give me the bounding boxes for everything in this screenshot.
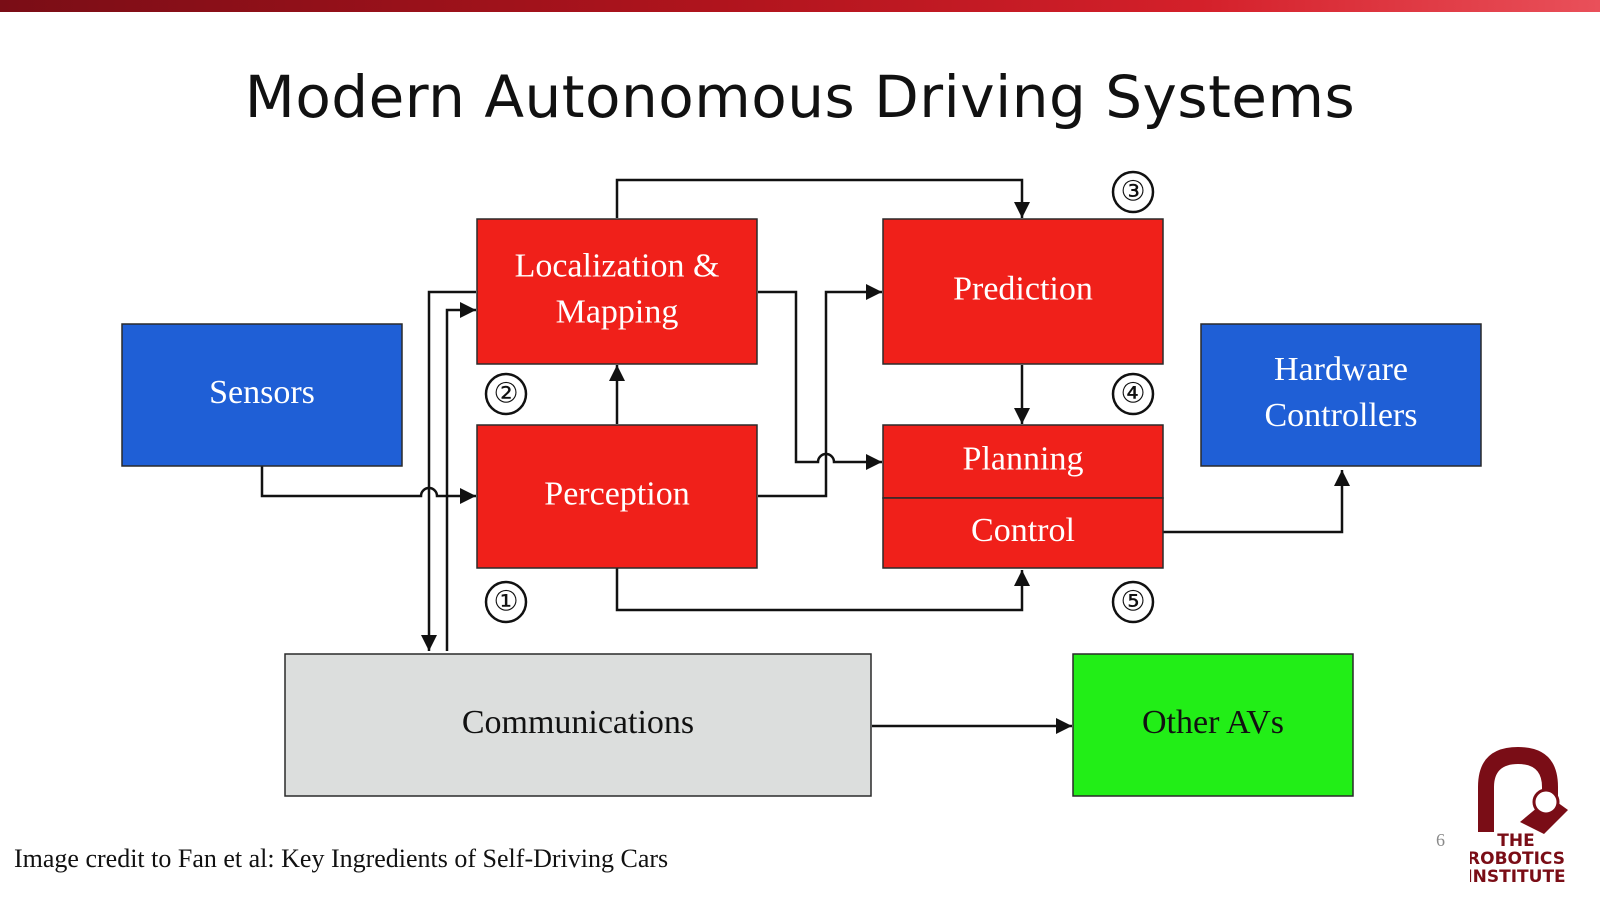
box-hardware-label: Hardware: [1274, 351, 1408, 388]
step-marker-4-label: ④: [1120, 379, 1145, 410]
step-marker-2: [484, 372, 528, 416]
box-localization-label: Mapping: [556, 293, 679, 330]
connector-control-hardware: [1162, 470, 1350, 534]
connector-perception-prediction: [758, 284, 882, 498]
connector-localization-planning: [758, 290, 882, 470]
box-prediction: Prediction: [882, 218, 1164, 365]
box-sensors: Sensors: [121, 323, 403, 467]
step-marker-3-label: ③: [1120, 177, 1145, 208]
connector-perception-control: [615, 568, 1030, 612]
connector-localization-prediction-top: [615, 178, 1030, 218]
box-other-avs-label: Other AVs: [1142, 704, 1284, 741]
box-control: Control: [882, 497, 1164, 569]
logo-text-line-3: INSTITUTE: [1470, 867, 1566, 887]
step-marker-4: [1111, 372, 1155, 416]
connector-localization-communications: [421, 290, 476, 651]
box-localization: Localization & Mapping: [476, 218, 758, 365]
box-hardware-label: Controllers: [1265, 397, 1418, 434]
connector-communications-localization: [445, 302, 476, 651]
box-communications-label: Communications: [462, 704, 694, 741]
box-communications: Communications: [284, 653, 872, 797]
box-perception: Perception: [476, 424, 758, 569]
box-planning-label: Planning: [963, 440, 1084, 477]
box-control-label: Control: [971, 512, 1075, 549]
box-localization-label: Localization &: [515, 247, 720, 284]
logo-text-line-1: THE: [1497, 831, 1534, 851]
logo-mark: [1478, 747, 1558, 832]
connector-sensors-perception: [260, 465, 476, 504]
robotics-institute-logo: THE ROBOTICS INSTITUTE: [1470, 747, 1568, 887]
image-credit: Image credit to Fan et al: Key Ingredien…: [14, 844, 669, 873]
box-prediction-label: Prediction: [953, 270, 1093, 307]
box-perception-label: Perception: [544, 475, 689, 512]
step-marker-1: [484, 580, 528, 624]
box-planning: Planning: [882, 424, 1164, 499]
step-marker-3: [1111, 170, 1155, 214]
top-accent-bar: [0, 0, 1600, 12]
page-number: 6: [1436, 830, 1445, 850]
slide-title: Modern Autonomous Driving Systems: [244, 62, 1356, 131]
step-marker-5: [1111, 580, 1155, 624]
box-sensors-label: Sensors: [209, 374, 315, 411]
box-other-avs: Other AVs: [1072, 653, 1354, 797]
step-marker-1-label: ①: [493, 587, 518, 618]
logo-text-line-2: ROBOTICS: [1470, 849, 1565, 869]
step-marker-5-label: ⑤: [1120, 587, 1145, 618]
step-marker-2-label: ②: [493, 379, 518, 410]
